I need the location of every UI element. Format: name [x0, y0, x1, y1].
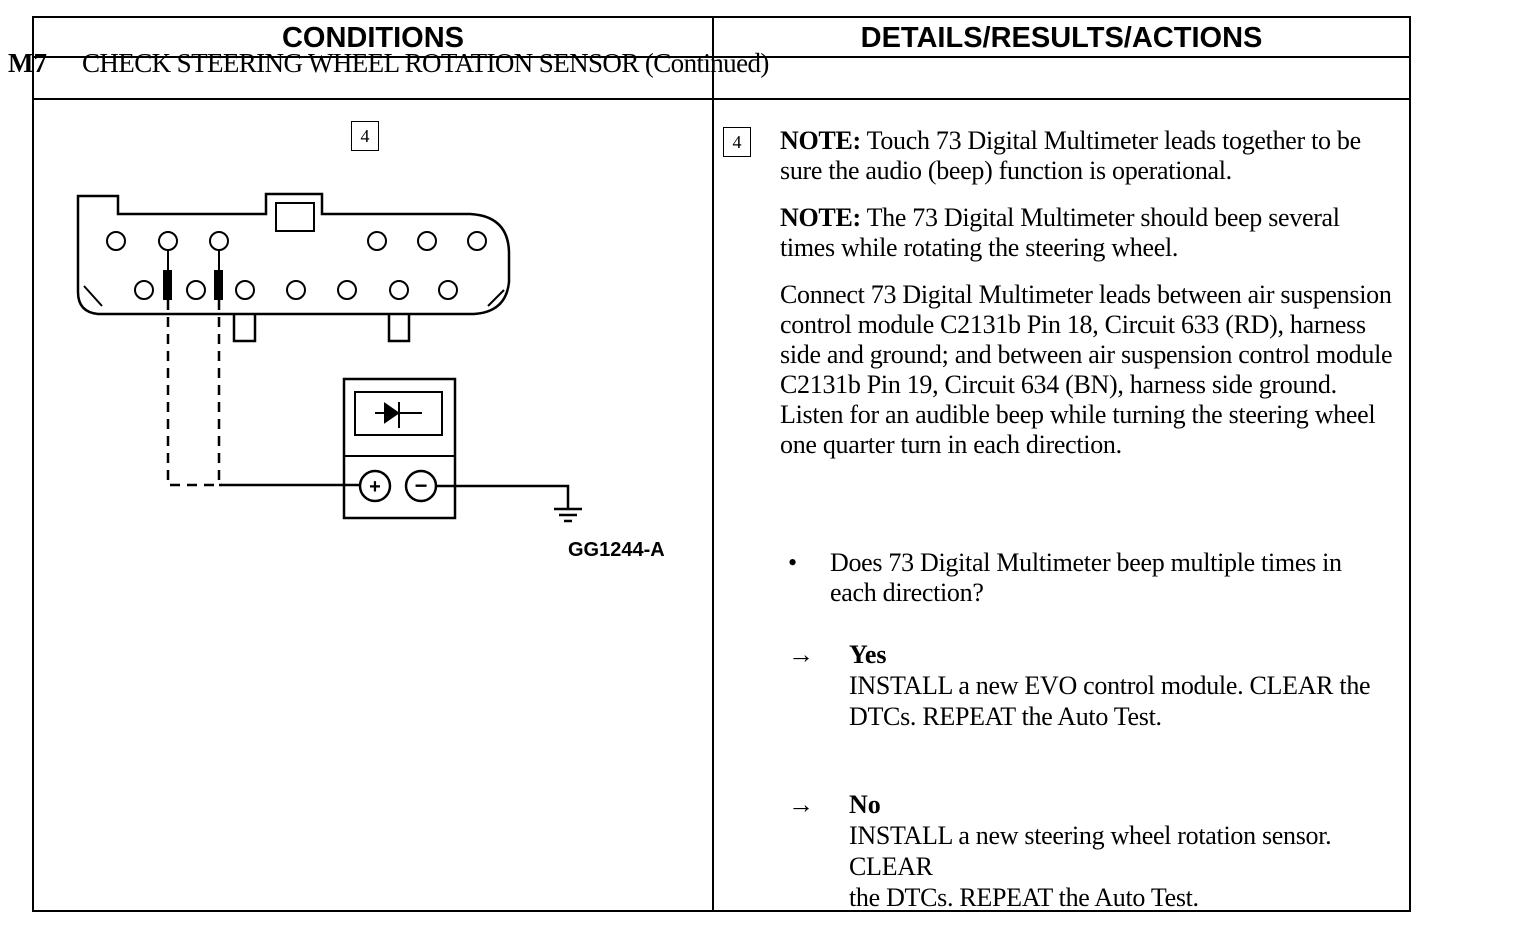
step-title-row: M7 CHECK STEERING WHEEL ROTATION SENSOR (…: [8, 44, 769, 82]
figure-label: GG1244-A: [568, 539, 665, 561]
connector-corner-left: [83, 285, 103, 307]
connector-corner-right: [487, 289, 505, 307]
answer-yes-action: INSTALL a new EVO control module. CLEAR …: [849, 671, 1371, 731]
connector-latch: [275, 202, 315, 232]
connector-body: [76, 192, 511, 316]
positive-terminal: [358, 469, 392, 503]
pin: [235, 280, 255, 300]
figure-step-box: 4: [351, 121, 379, 151]
pin: [467, 231, 487, 251]
connector-foot-left: [232, 314, 257, 343]
multimeter-display: [354, 391, 443, 436]
pin: [158, 231, 178, 251]
answer-no-label: No: [849, 790, 881, 819]
pin: [286, 280, 306, 300]
note-1-text: Touch 73 Digital Multimeter leads togeth…: [780, 126, 1361, 185]
step-code: M7: [8, 48, 47, 78]
pin: [337, 280, 357, 300]
diagnostic-table: CONDITIONS DETAILS/RESULTS/ACTIONS: [32, 16, 1411, 912]
pin: [106, 231, 126, 251]
details-step-box: 4: [723, 127, 751, 157]
header-divider: [34, 56, 1409, 58]
note-2: NOTE: The 73 Digital Multimeter should b…: [780, 203, 1400, 263]
ground-icon: [554, 507, 582, 523]
details-header: DETAILS/RESULTS/ACTIONS: [860, 22, 1263, 54]
pin: [417, 231, 437, 251]
answer-no-action-line2: the DTCs. REPEAT the Auto Test.: [849, 883, 1199, 912]
arrow-icon: →: [788, 640, 814, 669]
instruction-text: Connect 73 Digital Multimeter leads betw…: [780, 280, 1393, 459]
pin: [389, 280, 409, 300]
answer-no-action-line1: INSTALL a new steering wheel rotation se…: [849, 821, 1332, 881]
dashed-lead-18: [166, 300, 222, 487]
note-1: NOTE: Touch 73 Digital Multimeter leads …: [780, 126, 1400, 186]
note-2-prefix: NOTE:: [780, 203, 861, 232]
pin: [209, 231, 229, 251]
pin: [186, 280, 206, 300]
multimeter-body: [342, 377, 457, 520]
pin: [367, 231, 387, 251]
column-divider: [712, 18, 714, 912]
connector-foot-right: [387, 314, 411, 343]
note-1-prefix: NOTE:: [780, 126, 861, 155]
answer-no-action: INSTALL a new steering wheel rotation se…: [849, 820, 1389, 913]
note-2-text: The 73 Digital Multimeter should beep se…: [780, 203, 1340, 262]
question-text: Does 73 Digital Multimeter beep multiple…: [830, 548, 1342, 607]
probe-tip-18: [163, 270, 172, 300]
arrow-icon: →: [788, 790, 814, 819]
pin: [134, 280, 154, 300]
bullet: •: [788, 548, 798, 577]
conditions-header: CONDITIONS: [281, 22, 465, 54]
step-title: CHECK STEERING WHEEL ROTATION SENSOR (Co…: [82, 48, 769, 78]
ground-lead: [436, 484, 570, 508]
negative-terminal-label: −: [415, 473, 428, 498]
details-content: NOTE: Touch 73 Digital Multimeter leads …: [780, 126, 1400, 477]
probe-tip-19: [214, 270, 223, 300]
answer-yes-label: Yes: [849, 640, 887, 669]
positive-terminal-label: +: [369, 476, 381, 498]
pin: [438, 280, 458, 300]
diode-icon: [375, 402, 422, 428]
step-divider: [34, 98, 1409, 100]
